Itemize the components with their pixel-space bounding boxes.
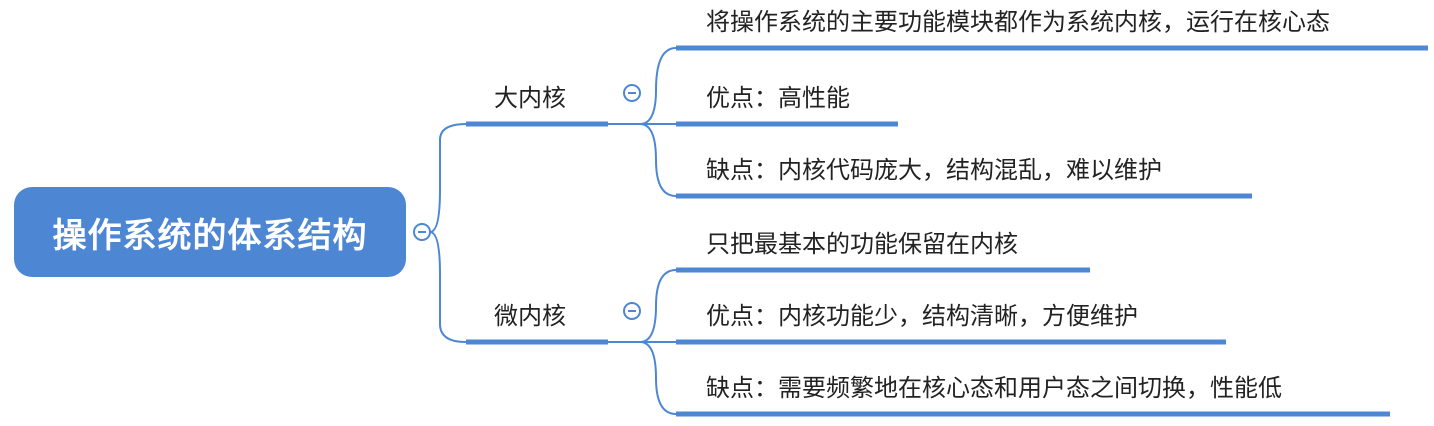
branch-label-2[interactable]: 微内核 [494,302,566,330]
child-label-1-2[interactable]: 优点：高性能 [706,84,850,112]
branch-label-1[interactable]: 大内核 [494,84,566,112]
root-collapse-icon[interactable] [413,223,431,241]
connector-root-branch-2 [429,231,467,343]
root-node[interactable]: 操作系统的体系结构 [14,187,406,277]
child-label-1-1[interactable]: 将操作系统的主要功能模块都作为系统内核，运行在核心态 [706,8,1330,36]
connector-b2-c1 [639,269,677,343]
child-label-1-3[interactable]: 缺点：内核代码庞大，结构混乱，难以维护 [706,156,1162,184]
child-label-2-3[interactable]: 缺点：需要频繁地在核心态和用户态之间切换，性能低 [706,374,1282,402]
connector-b1-c1 [639,47,677,125]
branch-2-collapse-icon[interactable] [623,302,641,320]
branch-1-collapse-icon[interactable] [623,84,641,102]
child-label-2-2[interactable]: 优点：内核功能少，结构清晰，方便维护 [706,302,1138,330]
connector-b1-c3 [639,123,677,197]
child-label-2-1[interactable]: 只把最基本的功能保留在内核 [706,230,1018,258]
root-title: 操作系统的体系结构 [52,215,368,256]
connector-root-branch-1 [429,123,467,233]
connector-b2-c3 [639,341,677,415]
